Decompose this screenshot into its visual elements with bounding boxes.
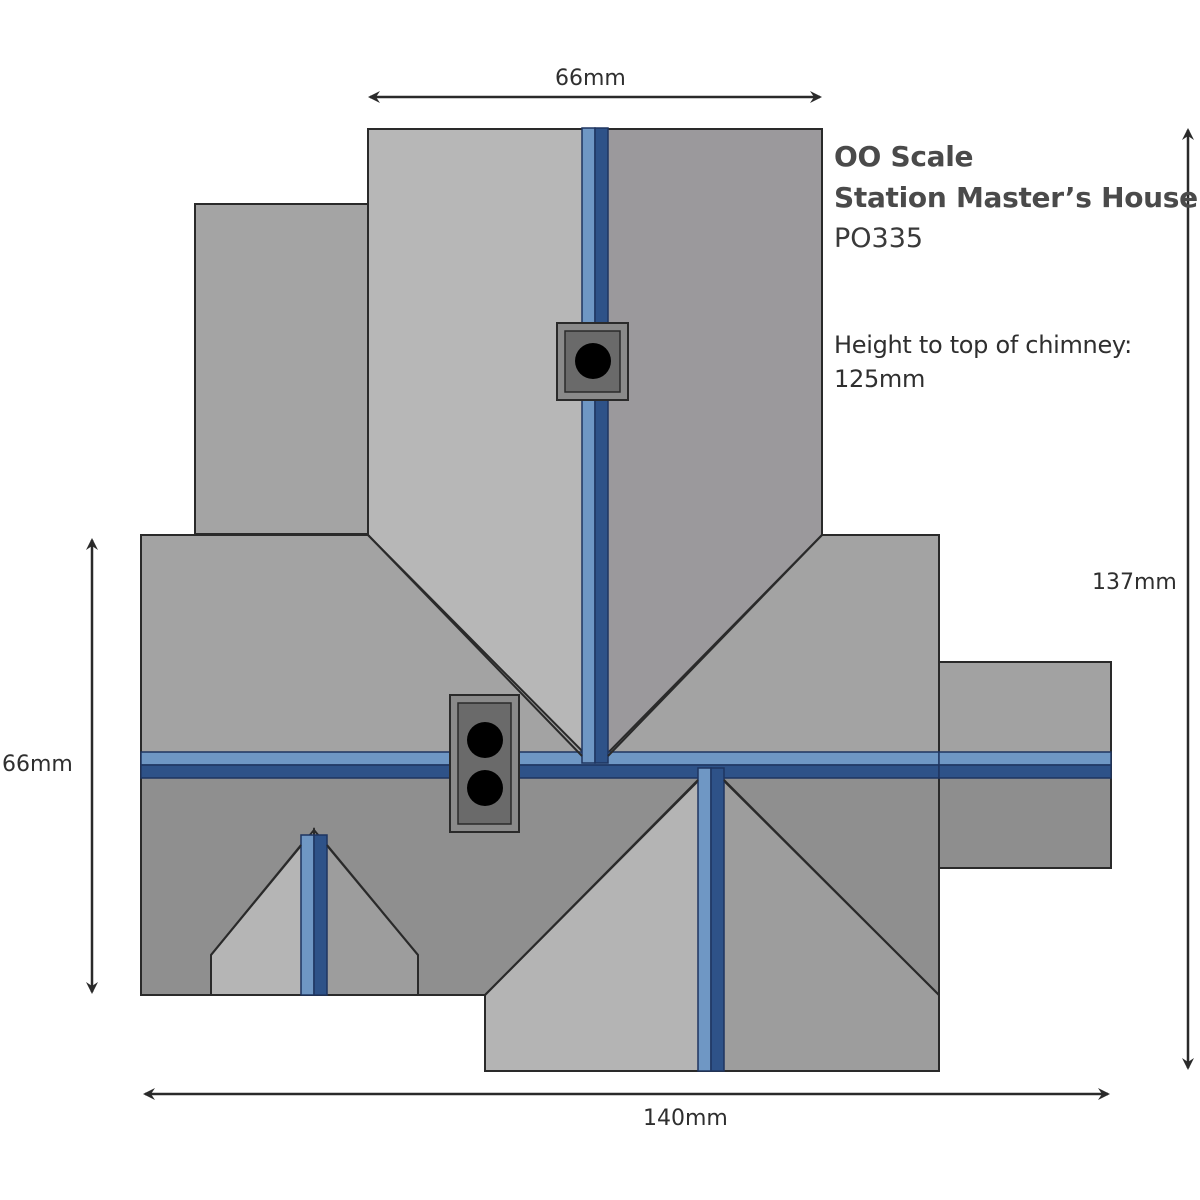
left-depth-label: 66mm: [2, 752, 73, 777]
rear-wing-roof: [194, 203, 370, 535]
ridge-lines: [140, 127, 1112, 1072]
chimney-pot: [575, 343, 611, 379]
product-code: PO335: [834, 223, 924, 254]
overall-width-label: 140mm: [643, 1106, 728, 1131]
chimney-pot: [467, 722, 503, 758]
overall-height-label: 137mm: [1092, 570, 1177, 595]
side-extension-roof-front: [938, 772, 1112, 869]
chimney-height-value: 125mm: [834, 365, 926, 393]
top-width-label: 66mm: [555, 66, 626, 91]
chimney-height-label: Height to top of chimney:: [834, 331, 1132, 359]
chimney-top: [556, 322, 629, 401]
chimney-main: [449, 694, 520, 833]
chimney-pot: [467, 770, 503, 806]
scale-label: OO Scale: [834, 140, 974, 173]
product-name: Station Master’s House: [834, 181, 1198, 214]
